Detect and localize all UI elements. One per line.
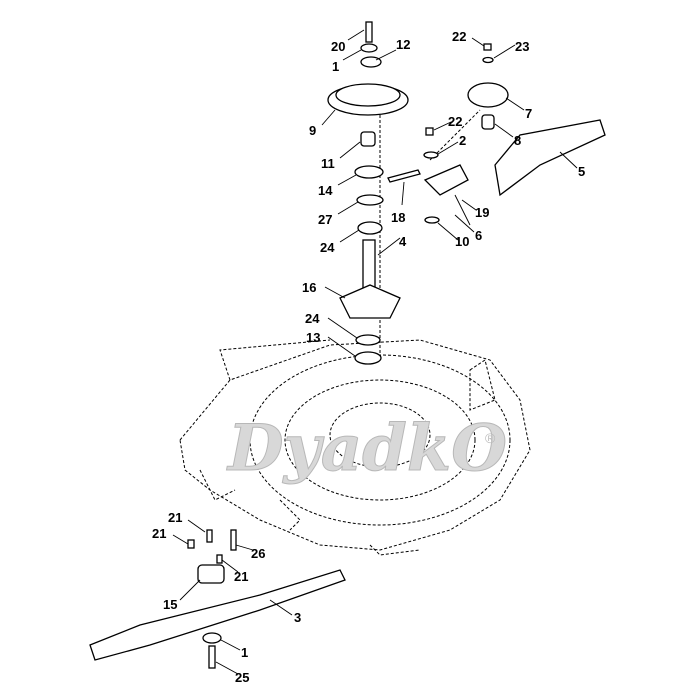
bolt-21b xyxy=(206,529,213,543)
callout-13: 13 xyxy=(306,330,320,345)
callout-2: 2 xyxy=(459,133,466,148)
spring-18 xyxy=(387,169,421,183)
spindle-4 xyxy=(362,239,376,291)
callout-21b: 21 xyxy=(152,526,166,541)
bolt-26 xyxy=(230,529,237,551)
bushing-8 xyxy=(481,114,495,130)
bolt-21c xyxy=(216,554,223,564)
mower-deck xyxy=(179,95,531,556)
callout-18: 18 xyxy=(391,210,405,225)
callout-23: 23 xyxy=(515,39,529,54)
washer-1 xyxy=(360,43,378,53)
watermark: DyadkO xyxy=(226,411,507,486)
parts xyxy=(89,21,606,669)
belt-5 xyxy=(494,119,606,197)
callout-25: 25 xyxy=(235,670,249,685)
callout-7: 7 xyxy=(525,106,532,121)
callout-labels: 20 12 1 9 11 14 27 24 4 16 24 13 22 23 7… xyxy=(152,29,585,685)
bolt-21a xyxy=(187,539,195,549)
blade-3 xyxy=(89,569,346,661)
callout-20: 20 xyxy=(331,39,345,54)
washer-14 xyxy=(354,165,384,179)
washer-2 xyxy=(423,151,439,159)
washer-10 xyxy=(424,216,440,224)
hub-11 xyxy=(360,131,376,147)
bearing-24 xyxy=(357,221,383,235)
callout-5: 5 xyxy=(578,164,585,179)
ring-27 xyxy=(356,194,384,206)
watermark-registered-mark: ® xyxy=(485,430,496,446)
callout-19: 19 xyxy=(475,205,489,220)
callout-24: 24 xyxy=(320,240,335,255)
bolt-22 xyxy=(483,43,492,51)
pin-19 xyxy=(454,194,471,226)
washer-23 xyxy=(482,56,494,64)
callout-24b: 24 xyxy=(305,311,320,326)
callout-1: 1 xyxy=(332,59,339,74)
callout-22b: 22 xyxy=(448,114,462,129)
callout-4: 4 xyxy=(399,234,407,249)
housing-16 xyxy=(339,284,401,319)
callout-27: 27 xyxy=(318,212,332,227)
callout-16: 16 xyxy=(302,280,316,295)
callout-12: 12 xyxy=(396,37,410,52)
callout-14: 14 xyxy=(318,183,333,198)
washer-1b xyxy=(202,632,222,644)
callout-22: 22 xyxy=(452,29,466,44)
callout-8: 8 xyxy=(514,133,521,148)
callout-21c: 21 xyxy=(234,569,248,584)
callout-9: 9 xyxy=(309,123,316,138)
callout-21a: 21 xyxy=(168,510,182,525)
bolt-22b xyxy=(425,127,434,136)
adapter-15 xyxy=(197,564,225,584)
bearing-24b xyxy=(355,334,381,346)
idler-pulley-7 xyxy=(467,82,509,108)
callout-26: 26 xyxy=(251,546,265,561)
leader-lines xyxy=(172,29,578,675)
arm-6 xyxy=(423,164,469,196)
bolt-25 xyxy=(208,645,216,669)
washer-13 xyxy=(354,351,382,365)
callout-11: 11 xyxy=(321,156,335,171)
callout-15: 15 xyxy=(163,597,177,612)
callout-3: 3 xyxy=(294,610,301,625)
callout-10: 10 xyxy=(455,234,469,249)
callout-6: 6 xyxy=(475,228,482,243)
callout-1b: 1 xyxy=(241,645,248,660)
bolt-20 xyxy=(365,21,373,43)
